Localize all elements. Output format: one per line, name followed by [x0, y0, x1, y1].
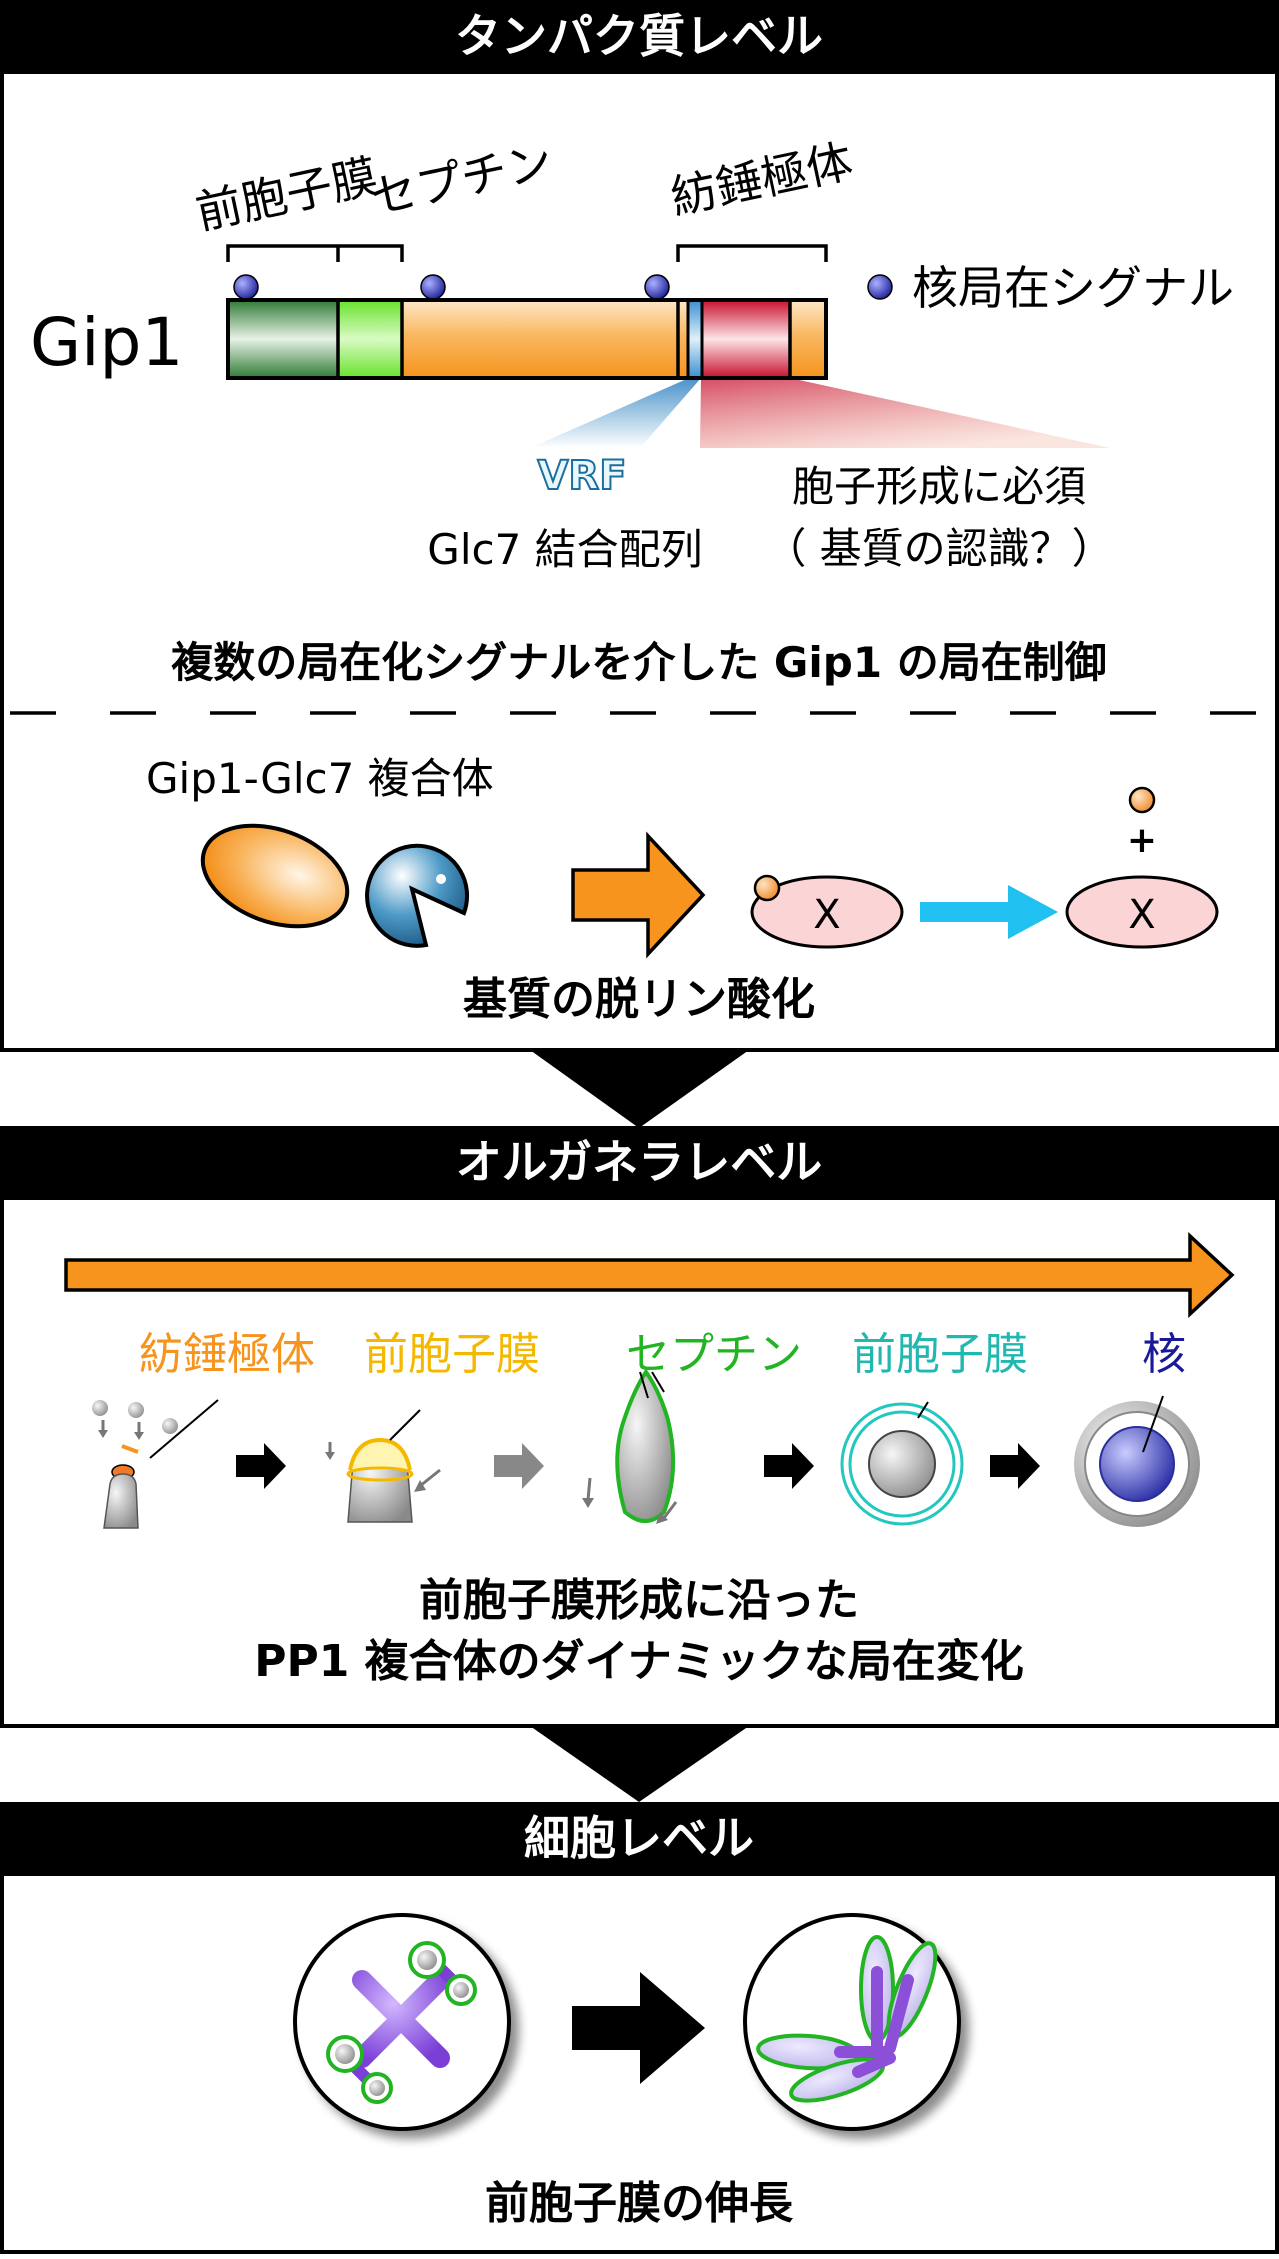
vrf-motif: VRF [537, 453, 626, 499]
localization-summary: 複数の局在化シグナルを介した Gip1 の局在制御 [171, 638, 1106, 687]
stage-icon-prospore-ring [840, 1401, 964, 1526]
glc7-pacman [365, 843, 470, 948]
stage-arrow [990, 1443, 1040, 1489]
cell-late [743, 1913, 961, 2131]
organelle-header-bar [0, 1126, 1279, 1198]
nls-dot [233, 274, 259, 300]
substrate-x-free [1065, 875, 1219, 949]
cell-header-bar [0, 1802, 1279, 1874]
released-phosphate-dot [1128, 786, 1156, 814]
cell-panel [0, 1872, 1279, 2254]
organelle-caption-line2: PP1 複合体のダイナミックな局在変化 [254, 1636, 1024, 1687]
substrate-x-label: X [813, 892, 840, 938]
essential-region-fan [700, 378, 1110, 448]
complex-label: Gip1-Glc7 複合体 [146, 754, 494, 803]
organelle-caption-line1: 前胞子膜形成に沿った [419, 1575, 859, 1626]
protein-name: Gip1 [30, 304, 183, 381]
stage-arrow [764, 1443, 814, 1489]
phosphate-dot [753, 874, 781, 902]
cell-caption: 前胞子膜の伸長 [485, 2178, 794, 2229]
protein-bar [226, 298, 828, 380]
stage-icon-spb [92, 1399, 219, 1529]
cell-header: 細胞レベル [524, 1811, 754, 1865]
connector-arrow [530, 1050, 749, 1128]
nls-dot [420, 274, 446, 300]
stage-label-prospore-membrane: 前胞子膜 [364, 1329, 540, 1380]
bracket-left [226, 244, 404, 262]
stage-arrow [236, 1443, 286, 1489]
stage-icon-prospore-membrane [325, 1409, 441, 1523]
protein-header-bar [0, 0, 1279, 72]
dephospho-caption: 基質の脱リン酸化 [463, 974, 815, 1025]
timeline-arrow [64, 1231, 1235, 1319]
stage-label-septin: セプチン [626, 1329, 802, 1380]
gip1-ellipse [200, 823, 350, 929]
bracket-right [676, 244, 828, 262]
sporulation-required-label: 胞子形成に必須 [792, 462, 1086, 511]
connector-arrow [530, 1726, 749, 1802]
cell-arrow [572, 1972, 705, 2084]
stage-icon-nucleus [1074, 1395, 1200, 1527]
protein-header: タンパク質レベル [455, 9, 823, 63]
organelle-header: オルガネラレベル [456, 1135, 823, 1189]
vrf-fan [530, 378, 701, 448]
glc7-binding-label: Glc7 結合配列 [427, 525, 702, 574]
substrate-x-label: X [1128, 892, 1155, 938]
stage-label-nucleus: 核 [1142, 1329, 1186, 1380]
substrate-recognition-label: （ 基質の認識？） [764, 524, 1113, 573]
stage-arrow [494, 1443, 544, 1489]
plus-sign: + [1127, 820, 1157, 861]
nls-legend-label: 核局在シグナル [912, 261, 1234, 315]
substrate-x-phospho [750, 875, 904, 949]
glc7-eye [436, 874, 446, 884]
nls-dot [644, 274, 670, 300]
cyan-arrow [920, 885, 1058, 939]
stage-label-prospore-membrane-2: 前胞子膜 [852, 1329, 1028, 1380]
nls-legend-dot [867, 274, 893, 300]
cell-early [293, 1913, 511, 2131]
dephospho-arrow [571, 831, 706, 959]
stage-icon-septin [582, 1368, 678, 1524]
stage-label-spb: 紡錘極体 [139, 1329, 315, 1380]
